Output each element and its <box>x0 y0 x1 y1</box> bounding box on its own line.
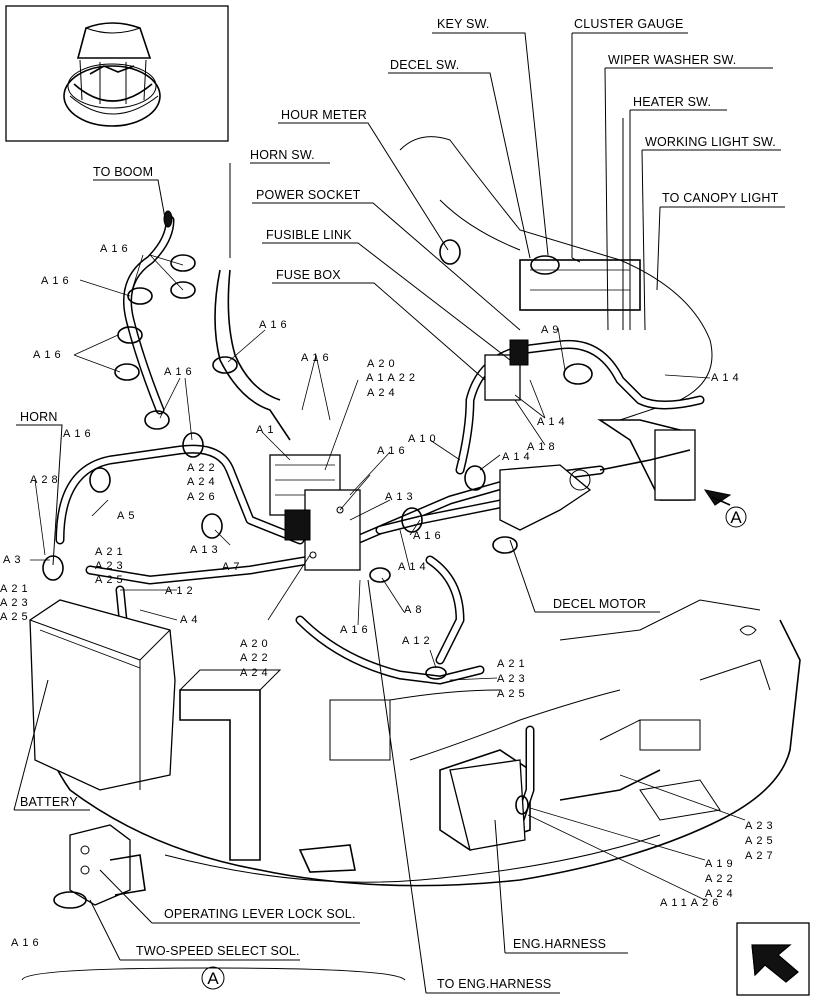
ref-label: A22 <box>705 873 737 885</box>
console-outline <box>399 136 713 501</box>
label-to-canopy-light: TO CANOPY LIGHT <box>662 191 779 205</box>
ref-label: A21 <box>0 583 32 595</box>
ref-label: A22 <box>187 462 219 474</box>
ref-label: A5 <box>117 510 138 522</box>
ref-label: A14 <box>711 372 743 384</box>
label-two-speed-select-sol: TWO-SPEED SELECT SOL. <box>136 944 300 958</box>
callout-labels: KEY SW. CLUSTER GAUGE DECEL SW. WIPER WA… <box>20 17 779 991</box>
svg-text:A: A <box>207 969 219 988</box>
ref-label: A18 <box>527 441 559 453</box>
view-marker-a-right: A <box>725 506 747 528</box>
ref-label: A12 <box>402 635 434 647</box>
ref-label: A16 <box>63 428 95 440</box>
ref-label: A1A22 <box>366 372 419 384</box>
label-key-sw: KEY SW. <box>437 17 490 31</box>
ref-label: A25 <box>0 611 32 623</box>
ref-label: A8 <box>404 604 425 616</box>
ref-label: A26 <box>187 491 219 503</box>
ref-label: A16 <box>33 349 65 361</box>
ref-label: A24 <box>705 888 737 900</box>
ref-label: A3 <box>3 554 24 566</box>
fusible-link-block <box>484 339 529 401</box>
ref-label: A9 <box>541 324 562 336</box>
label-operating-lever-lock-sol: OPERATING LEVER LOCK SOL. <box>164 907 356 921</box>
label-horn: HORN <box>20 410 58 424</box>
ref-label: A4 <box>180 614 201 626</box>
svg-text:A: A <box>730 508 742 527</box>
harness-clamps <box>42 210 593 815</box>
label-to-eng-harness: TO ENG.HARNESS <box>437 977 551 991</box>
label-decel-sw: DECEL SW. <box>390 58 459 72</box>
ref-label: A10 <box>408 433 440 445</box>
ref-label: A14 <box>502 451 534 463</box>
ref-label: A14 <box>537 416 569 428</box>
view-marker-a-bottom: A <box>201 966 225 990</box>
view-arrow-icon <box>703 489 732 506</box>
ref-label: A25 <box>745 835 777 847</box>
ref-label: A16 <box>164 366 196 378</box>
ref-label: A11A26 <box>660 897 722 909</box>
label-to-boom: TO BOOM <box>93 165 153 179</box>
ref-label: A13 <box>190 544 222 556</box>
ref-label: A16 <box>413 530 445 542</box>
label-cluster-gauge: CLUSTER GAUGE <box>574 17 684 31</box>
ref-label: A20 <box>240 638 272 650</box>
ref-label: A25 <box>95 574 127 586</box>
ref-label: A22 <box>240 652 272 664</box>
decel-motor-body <box>492 464 592 554</box>
ref-label: A16 <box>41 275 73 287</box>
label-hour-meter: HOUR METER <box>281 108 367 122</box>
ref-label: A24 <box>367 387 399 399</box>
label-working-light-sw: WORKING LIGHT SW. <box>645 135 776 149</box>
label-fusible-link: FUSIBLE LINK <box>266 228 352 242</box>
ref-label: A28 <box>30 474 62 486</box>
ref-label: A1 <box>256 424 277 436</box>
label-decel-motor: DECEL MOTOR <box>553 597 646 611</box>
ref-label: A16 <box>11 937 43 949</box>
eng-harness-box <box>449 759 526 851</box>
upper-frame-outline <box>38 599 801 887</box>
label-battery: BATTERY <box>20 795 78 809</box>
fuse-box-assembly <box>269 454 361 571</box>
ref-label: A7 <box>222 561 243 573</box>
ref-label: A16 <box>100 243 132 255</box>
ref-label: A23 <box>95 560 127 572</box>
ref-label: A21 <box>95 546 127 558</box>
machine-overview-thumbnail <box>5 5 229 142</box>
ref-label: A23 <box>497 673 529 685</box>
battery-unit <box>29 599 176 791</box>
ref-label: A21 <box>497 658 529 670</box>
label-horn-sw: HORN SW. <box>250 148 315 162</box>
label-fuse-box: FUSE BOX <box>276 268 341 282</box>
label-heater-sw: HEATER SW. <box>633 95 711 109</box>
ref-label: A24 <box>187 476 219 488</box>
label-power-socket: POWER SOCKET <box>256 188 361 202</box>
ref-label: A16 <box>301 352 333 364</box>
label-wiper-washer-sw: WIPER WASHER SW. <box>608 53 736 67</box>
ref-label: A25 <box>497 688 529 700</box>
orientation-arrow-icon <box>736 922 810 996</box>
reference-numbers: A16 A16 A16 A16 A16 A16 A16 A16 A16 A16 … <box>0 243 777 949</box>
ref-label: A20 <box>367 358 399 370</box>
ref-label: A16 <box>340 624 372 636</box>
ref-label: A12 <box>165 585 197 597</box>
ref-label: A23 <box>0 597 32 609</box>
ref-label: A19 <box>705 858 737 870</box>
solenoid-valve-block <box>53 824 146 909</box>
ref-label: A16 <box>259 319 291 331</box>
ref-label: A14 <box>398 561 430 573</box>
ref-label: A16 <box>377 445 409 457</box>
ref-label: A27 <box>745 850 777 862</box>
ref-label: A23 <box>745 820 777 832</box>
label-eng-harness: ENG.HARNESS <box>513 937 606 951</box>
leader-lines <box>13 32 785 994</box>
ref-label: A24 <box>240 667 272 679</box>
ref-label: A13 <box>385 491 417 503</box>
